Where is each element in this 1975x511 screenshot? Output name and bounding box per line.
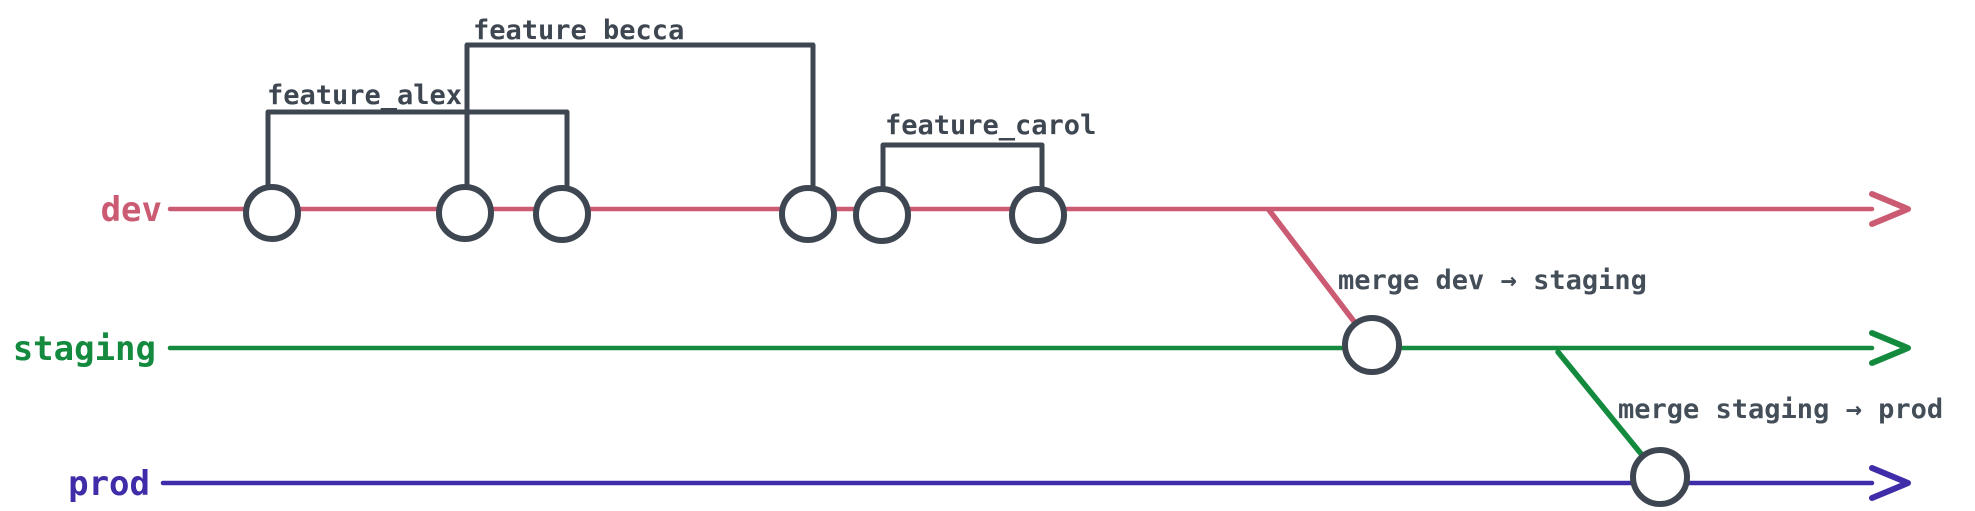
- branch-label-dev: dev: [101, 190, 162, 230]
- branch-label-staging: staging: [13, 329, 156, 369]
- commit-node-dev-5: [853, 186, 911, 244]
- feature-bracket-becca: [464, 42, 816, 194]
- commit-node-dev-4: [779, 185, 837, 243]
- commit-node-dev-1: [243, 184, 301, 242]
- merge-commit-node-staging-to-prod: [1630, 447, 1690, 507]
- commit-node-dev-3: [533, 185, 591, 243]
- branch-arrowhead-prod: [1869, 465, 1911, 501]
- feature-bracket-carol: [880, 142, 1045, 195]
- commit-node-dev-2: [436, 184, 494, 242]
- feature-label-becca: feature_becca: [473, 15, 684, 46]
- branch-arrowhead-staging: [1869, 330, 1911, 366]
- branch-label-prod: prod: [68, 464, 150, 504]
- feature-bracket-alex: [265, 109, 570, 194]
- merge-commit-node-dev-to-staging: [1342, 315, 1402, 375]
- feature-label-carol: feature_carol: [885, 110, 1096, 141]
- branch-arrowhead-dev: [1869, 191, 1911, 227]
- feature-label-alex: feature_alex: [267, 80, 462, 111]
- merge-label-staging-to-prod: merge staging → prod: [1618, 394, 1943, 425]
- commit-node-dev-6: [1009, 186, 1067, 244]
- merge-label-dev-to-staging: merge dev → staging: [1338, 265, 1647, 296]
